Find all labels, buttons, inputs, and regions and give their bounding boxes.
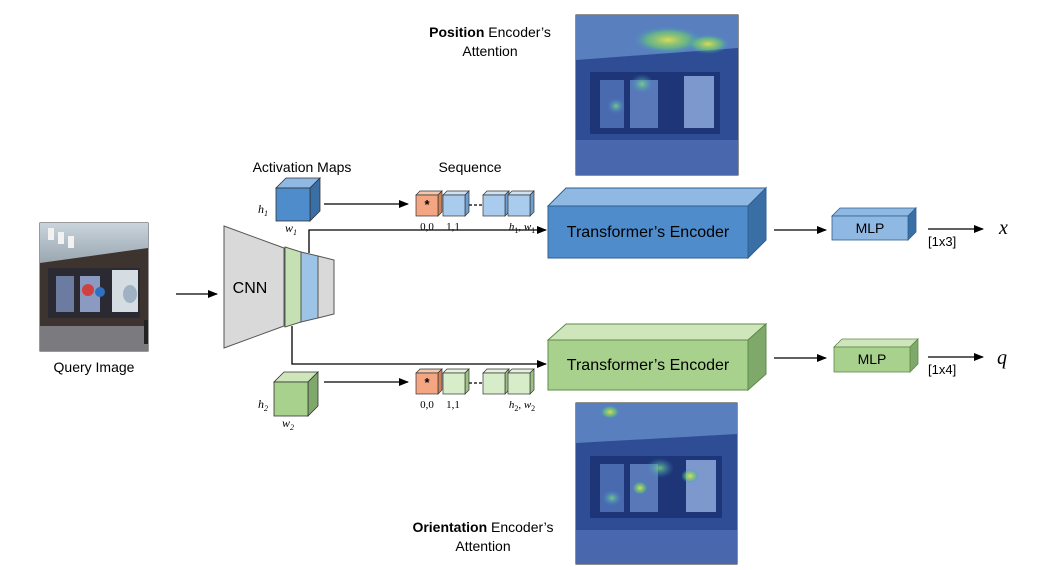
sequence-1-cube-3 [482,190,510,217]
cnn-layer-green [284,246,302,328]
sequence-1-cube-4 [507,190,535,217]
orientation-output-symbol: q [997,347,1007,369]
sequence-2-cube-4 [507,368,535,395]
sequence-title: Sequence [438,159,501,175]
activation-map-1-width-label: w1 [285,221,297,237]
sequence-2-cube-2 [442,368,470,395]
position-output-shape: [1x3] [928,234,956,249]
sequence-1-token-symbol: * [424,197,430,212]
activation-map-2-width-label: w2 [282,416,294,432]
position-mlp-label: MLP [856,220,885,236]
position-output-symbol: x [998,217,1008,239]
orientation-encoder-label: Transformer’s Encoder [567,357,730,374]
sequence-2-cube-3 [482,368,510,395]
position-transformer-encoder: Transformer’s Encoder [546,186,768,260]
sequence-2-label-last: h2, w2 [509,399,535,413]
sequence-1-label-first: 0,0 [420,221,434,233]
position-encoder-label: Transformer’s Encoder [567,224,730,241]
orientation-attention-map [575,402,738,565]
sequence-1-label-second: 1,1 [446,221,460,233]
query-image: Query Image [39,222,149,375]
position-attention-title-line2: Attention [462,43,517,59]
activation-map-orientation-cube [273,371,319,417]
sequence-1-label-last: h1, w1 [509,221,535,235]
arrow-cnn-to-orientation-encoder [291,326,547,368]
orientation-attention-title-line2: Attention [455,538,510,554]
position-attention-map [575,14,739,176]
cnn-layer-gray [317,255,335,319]
activation-map-2-height-label: h2 [258,397,268,413]
position-attention-title-line1: Position Encoder’s [429,24,551,40]
cnn-layer-blue [300,251,319,323]
sequence-2-token-cube: * [415,368,443,395]
activation-maps-title: Activation Maps [253,159,352,175]
activation-map-1-height-label: h1 [258,202,268,218]
activation-map-position-cube [275,177,321,222]
sequence-position: * 0,0 1,1 h1, w1 [415,190,535,235]
sequence-2-label-first: 0,0 [420,399,434,411]
sequence-2-token-symbol: * [424,375,430,390]
query-image-caption: Query Image [54,359,135,375]
arrow-cnn-to-position-encoder [308,226,547,253]
cnn-label: CNN [233,280,268,297]
sequence-1-cube-2 [442,190,470,217]
sequence-1-token-cube: * [415,190,443,217]
orientation-mlp-block: MLP [833,338,919,373]
orientation-mlp-label: MLP [858,351,887,367]
sequence-2-label-second: 1,1 [446,399,460,411]
position-mlp-block: MLP [831,207,917,241]
cnn-block: CNN [223,225,335,349]
orientation-transformer-encoder: Transformer’s Encoder [546,322,768,392]
sequence-orientation: * 0,0 1,1 h2, w2 [415,368,535,413]
orientation-output-shape: [1x4] [928,362,956,377]
orientation-attention-title-line1: Orientation Encoder’s [412,519,553,535]
